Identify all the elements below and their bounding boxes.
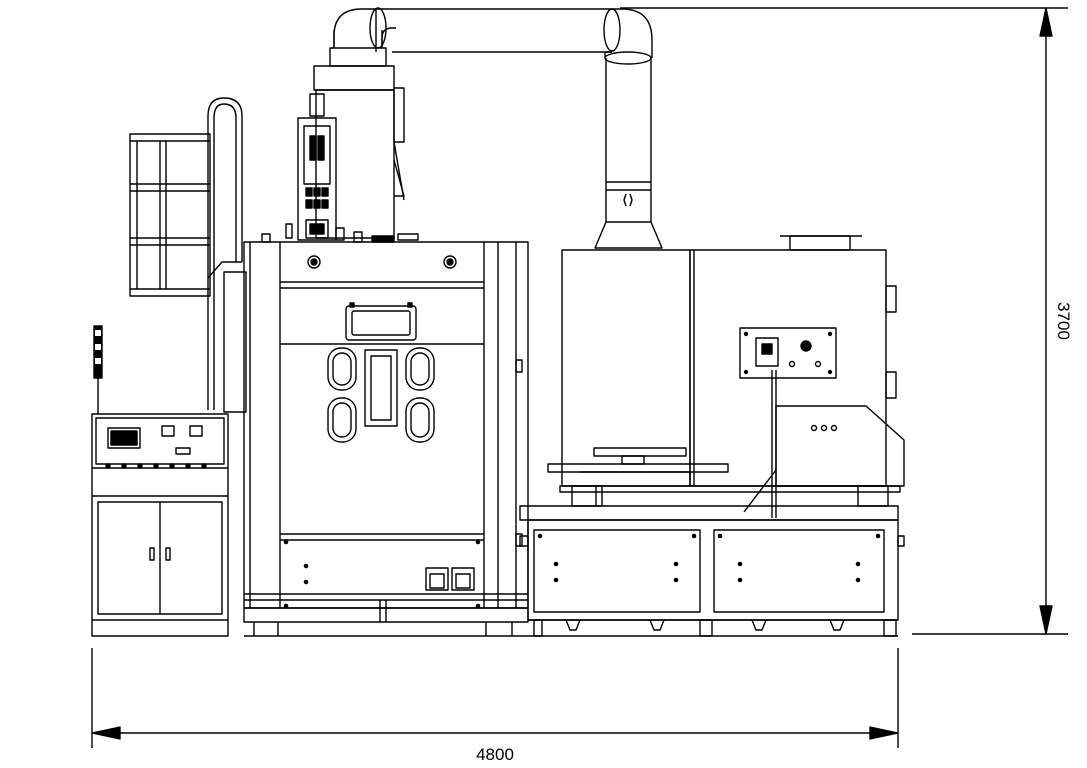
right-base-frame xyxy=(519,505,905,637)
electrical-control-cabinet xyxy=(91,413,229,637)
filter-control-tower xyxy=(261,65,419,243)
overhead-exhaust-duct xyxy=(329,7,663,249)
signal-light-tower xyxy=(93,325,103,414)
dust-collector-unit xyxy=(547,235,905,518)
side-rack xyxy=(129,133,211,297)
dimension-height: 3700 xyxy=(620,7,1073,635)
height-dimension-label: 3700 xyxy=(1054,302,1073,340)
side-vertical-pipe xyxy=(207,97,247,413)
central-blast-cabinet xyxy=(243,241,529,637)
width-dimension-label: 4800 xyxy=(476,745,514,764)
dimension-width: 4800 xyxy=(91,648,899,764)
